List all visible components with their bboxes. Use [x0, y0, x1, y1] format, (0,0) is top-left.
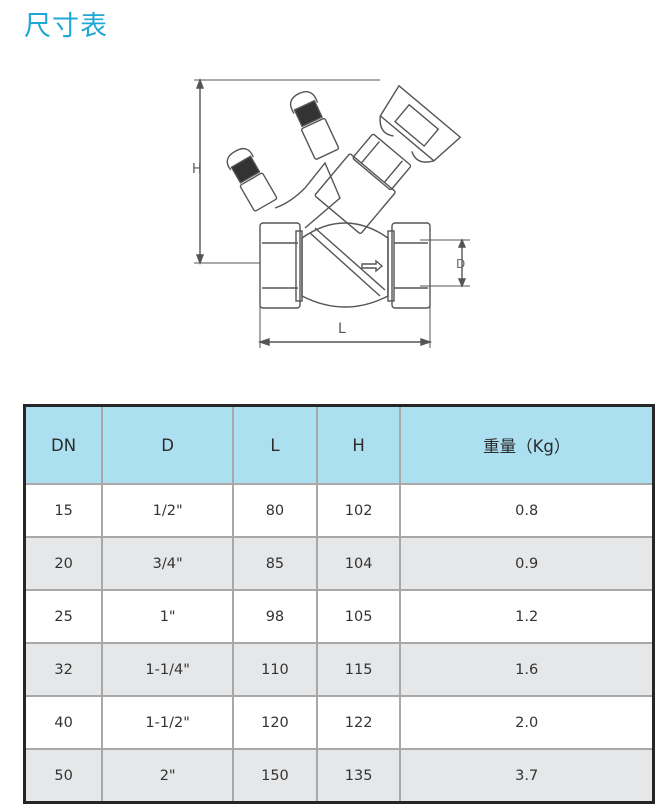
cell-dn: 40 — [23, 695, 104, 750]
cell-weight: 0.8 — [399, 483, 655, 538]
cell-h: 122 — [315, 695, 402, 750]
d-label: D — [456, 257, 465, 271]
cell-dn: 25 — [23, 589, 104, 644]
cell-d: 1" — [101, 589, 235, 644]
page-title: 尺寸表 — [24, 11, 108, 42]
cell-h: 102 — [315, 483, 402, 538]
cell-l: 150 — [232, 748, 318, 804]
dimension-table: DN D L H 重量（Kg） 15 1/2" 80 102 0.8 20 3/… — [23, 404, 655, 804]
cell-l: 110 — [232, 642, 318, 697]
cell-l: 85 — [232, 536, 318, 591]
cell-dn: 20 — [23, 536, 104, 591]
cell-d: 1-1/4" — [101, 642, 235, 697]
cell-l: 80 — [232, 483, 318, 538]
table-row: 50 2" 150 135 3.7 — [23, 748, 655, 804]
valve-dimension-drawing: H L D — [192, 78, 470, 348]
table-row: 32 1-1/4" 110 115 1.6 — [23, 642, 655, 697]
cell-l: 120 — [232, 695, 318, 750]
l-label: L — [338, 321, 346, 337]
cell-d: 2" — [101, 748, 235, 804]
cell-weight: 2.0 — [399, 695, 655, 750]
cell-d: 1/2" — [101, 483, 235, 538]
cell-dn: 15 — [23, 483, 104, 538]
header-l: L — [232, 404, 318, 485]
cell-weight: 0.9 — [399, 536, 655, 591]
header-h: H — [315, 404, 402, 485]
cell-weight: 1.6 — [399, 642, 655, 697]
table-row: 15 1/2" 80 102 0.8 — [23, 483, 655, 538]
cell-dn: 32 — [23, 642, 104, 697]
table-row: 40 1-1/2" 120 122 2.0 — [23, 695, 655, 750]
cell-h: 105 — [315, 589, 402, 644]
h-label: H — [192, 162, 202, 177]
cell-d: 3/4" — [101, 536, 235, 591]
header-weight: 重量（Kg） — [399, 404, 655, 485]
cell-h: 135 — [315, 748, 402, 804]
cell-h: 104 — [315, 536, 402, 591]
cell-d: 1-1/2" — [101, 695, 235, 750]
header-d: D — [101, 404, 235, 485]
cell-weight: 3.7 — [399, 748, 655, 804]
cell-weight: 1.2 — [399, 589, 655, 644]
table-row: 25 1" 98 105 1.2 — [23, 589, 655, 644]
header-dn: DN — [23, 404, 104, 485]
table-header-row: DN D L H 重量（Kg） — [23, 404, 655, 485]
cell-dn: 50 — [23, 748, 104, 804]
table-row: 20 3/4" 85 104 0.9 — [23, 536, 655, 591]
cell-h: 115 — [315, 642, 402, 697]
cell-l: 98 — [232, 589, 318, 644]
